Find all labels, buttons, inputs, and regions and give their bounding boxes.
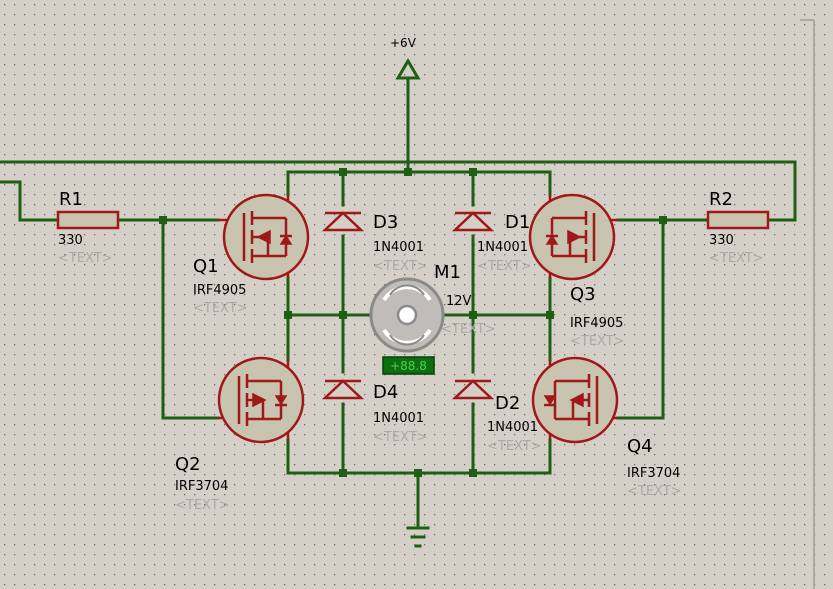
junctions: [159, 168, 667, 477]
transistor-q4[interactable]: [531, 356, 619, 444]
d3-ref: D3: [373, 212, 398, 233]
motor-readout-text: +88.8: [390, 359, 427, 373]
transistor-q3[interactable]: [528, 193, 618, 281]
m1-rating: 12V: [446, 294, 472, 309]
d1-ref: D1: [505, 212, 530, 233]
motor-m1[interactable]: [369, 277, 445, 353]
diode-d1[interactable]: [451, 211, 495, 232]
diode-d4[interactable]: [321, 379, 365, 400]
wires: [0, 76, 797, 548]
diode-d3[interactable]: [321, 211, 365, 232]
m1-ref: M1: [434, 262, 461, 283]
d1-text: <TEXT>: [477, 259, 532, 274]
q3-text: <TEXT>: [570, 334, 625, 349]
q3-ref: Q3: [570, 284, 596, 305]
r2-ref: R2: [709, 189, 733, 210]
d3-text: <TEXT>: [373, 259, 428, 274]
d2-part: 1N4001: [487, 420, 538, 435]
d2-ref: D2: [495, 393, 520, 414]
r1-text: <TEXT>: [58, 251, 113, 266]
d2-text: <TEXT>: [487, 439, 542, 454]
q4-ref: Q4: [627, 436, 653, 457]
q1-ref: Q1: [193, 256, 219, 277]
q1-text: <TEXT>: [193, 301, 248, 316]
q2-text: <TEXT>: [175, 498, 230, 513]
q3-part: IRF4905: [570, 316, 623, 331]
supply-label: +6V: [390, 36, 417, 50]
r2-value: 330: [709, 233, 734, 248]
motor-speed-readout: +88.8: [382, 356, 435, 375]
q2-ref: Q2: [175, 454, 201, 475]
m1-text: <TEXT>: [441, 322, 496, 337]
diode-d2[interactable]: [451, 379, 495, 400]
d4-text: <TEXT>: [373, 430, 428, 445]
q4-part: IRF3704: [627, 466, 680, 481]
transistor-q1[interactable]: [218, 193, 310, 281]
r2-text: <TEXT>: [709, 251, 764, 266]
r1-ref: R1: [59, 189, 83, 210]
supply-arrow-icon: [395, 58, 421, 80]
d3-part: 1N4001: [373, 240, 424, 255]
resistor-r2[interactable]: [706, 210, 770, 230]
resistor-r1[interactable]: [56, 210, 120, 230]
q4-text: <TEXT>: [627, 484, 682, 499]
d4-part: 1N4001: [373, 411, 424, 426]
r1-value: 330: [58, 233, 83, 248]
d1-part: 1N4001: [477, 240, 528, 255]
d4-ref: D4: [373, 382, 398, 403]
q1-part: IRF4905: [193, 283, 246, 298]
transistor-q2[interactable]: [217, 356, 305, 444]
q2-part: IRF3704: [175, 479, 228, 494]
